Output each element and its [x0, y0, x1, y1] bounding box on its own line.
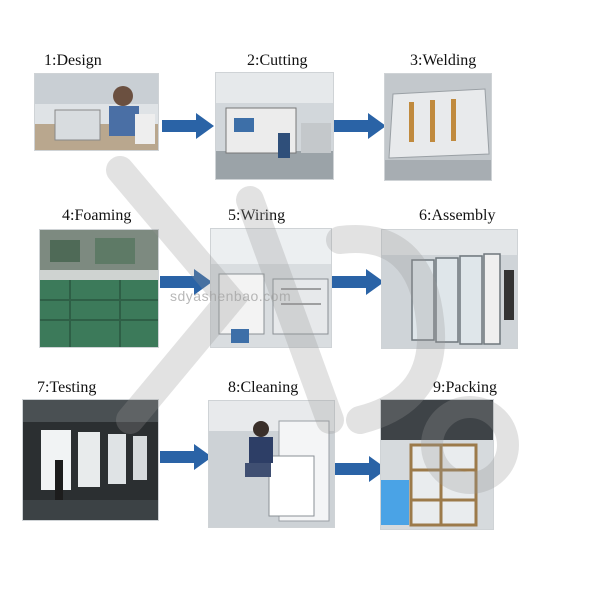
step-9-photo-packing — [380, 399, 494, 530]
step-5-label: 5:Wiring — [228, 207, 286, 224]
step-6-label: 6:Assembly — [419, 207, 496, 224]
step-3-photo-welding — [384, 73, 492, 181]
step-6-photo-assembly — [381, 229, 518, 349]
arrow-7-to-8 — [160, 444, 212, 470]
watermark-text: sdyashenbao.com — [170, 288, 292, 304]
step-2-photo-cutting — [215, 72, 334, 180]
step-4-photo-foaming — [39, 229, 159, 348]
step-1-photo-design — [34, 73, 159, 151]
step-4-label: 4:Foaming — [62, 207, 132, 224]
arrow-2-to-3 — [334, 113, 386, 139]
step-7-photo-testing — [22, 399, 159, 521]
step-2-label: 2:Cutting — [247, 52, 308, 69]
step-9-label: 9:Packing — [433, 379, 497, 396]
arrow-5-to-6 — [332, 269, 384, 295]
arrow-8-to-9 — [335, 456, 387, 482]
arrow-1-to-2 — [162, 113, 214, 139]
step-8-label: 8:Cleaning — [228, 379, 299, 396]
step-7-label: 7:Testing — [37, 379, 97, 396]
step-1-label: 1:Design — [44, 52, 102, 69]
arrow-4-to-5 — [160, 269, 212, 295]
step-5-photo-wiring — [210, 228, 332, 348]
step-3-label: 3:Welding — [410, 52, 477, 69]
step-8-photo-cleaning — [208, 400, 335, 528]
